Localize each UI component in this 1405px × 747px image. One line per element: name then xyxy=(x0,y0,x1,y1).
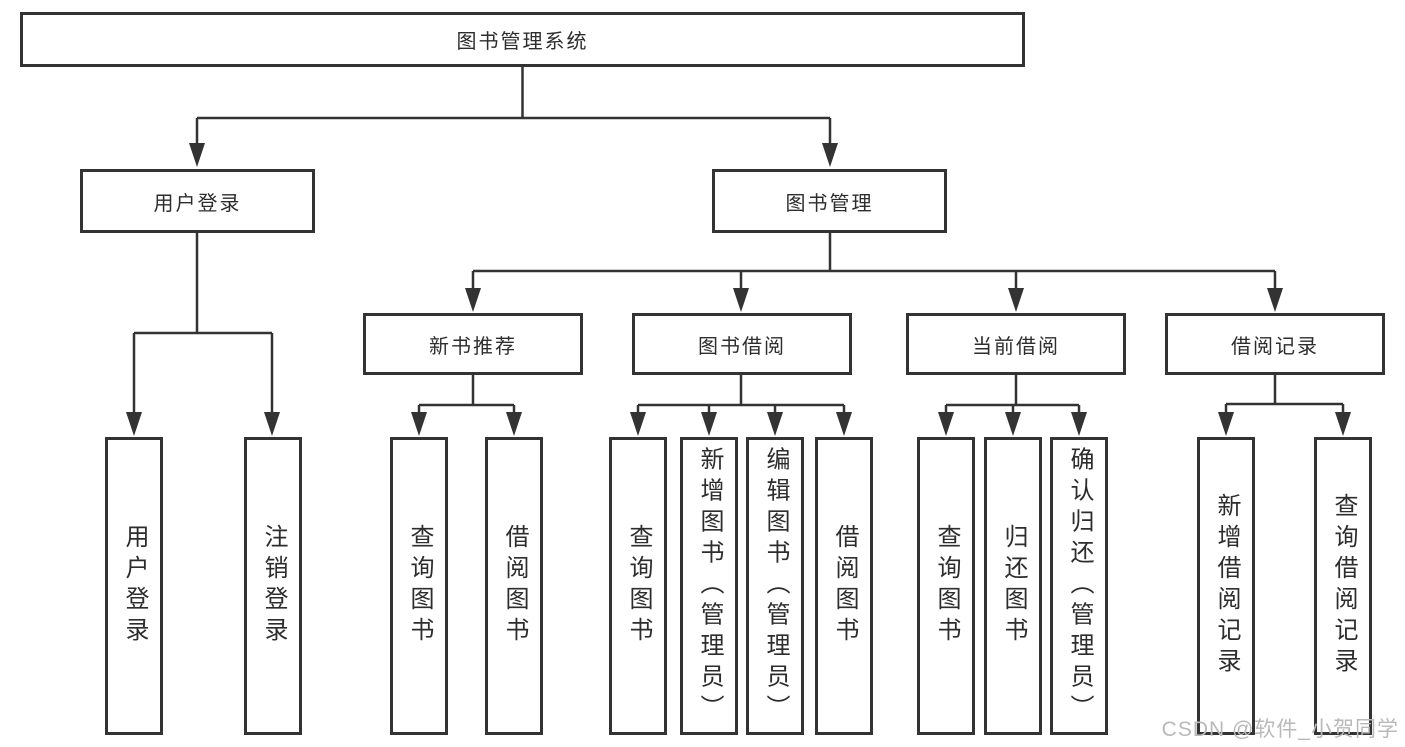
node-query-books-borrow-label: 查询图书 xyxy=(625,524,652,648)
tree-edges xyxy=(132,67,1345,416)
node-borrow-records: 借阅记录 xyxy=(1165,313,1385,375)
arrowheads xyxy=(126,143,1351,436)
node-confirm-return-admin-label: 确认归还（管理员） xyxy=(1066,446,1093,726)
node-return-books-label: 归还图书 xyxy=(1000,524,1027,648)
watermark: CSDN @软件_小贺同学 xyxy=(1161,718,1399,741)
node-add-book-admin-label: 新增图书（管理员） xyxy=(696,446,723,726)
node-confirm-return-admin: 确认归还（管理员） xyxy=(1050,437,1108,735)
node-root: 图书管理系统 xyxy=(20,12,1025,67)
node-user-login: 用户登录 xyxy=(80,169,315,233)
node-current-borrow: 当前借阅 xyxy=(906,313,1126,375)
node-add-borrow-record: 新增借阅记录 xyxy=(1197,437,1255,735)
node-borrow-books-recommend: 借阅图书 xyxy=(485,437,543,735)
node-query-borrow-record-label: 查询借阅记录 xyxy=(1330,493,1357,679)
node-new-book-recommend: 新书推荐 xyxy=(363,313,583,375)
node-edit-book-admin-label: 编辑图书（管理员） xyxy=(762,446,789,726)
node-query-borrow-record: 查询借阅记录 xyxy=(1314,437,1372,735)
node-user-login-leaf: 用户登录 xyxy=(105,437,163,735)
node-book-management: 图书管理 xyxy=(712,169,947,233)
node-query-books-recommend-label: 查询图书 xyxy=(406,524,433,648)
node-user-login-leaf-label: 用户登录 xyxy=(121,524,148,648)
node-borrow-books-borrow-label: 借阅图书 xyxy=(831,524,858,648)
node-query-books-current-label: 查询图书 xyxy=(933,524,960,648)
node-logout-leaf: 注销登录 xyxy=(244,437,302,735)
node-return-books: 归还图书 xyxy=(984,437,1042,735)
node-add-book-admin: 新增图书（管理员） xyxy=(680,437,738,735)
node-add-borrow-record-label: 新增借阅记录 xyxy=(1213,493,1240,679)
node-logout-leaf-label: 注销登录 xyxy=(260,524,287,648)
node-query-books-current: 查询图书 xyxy=(917,437,975,735)
node-book-borrow: 图书借阅 xyxy=(632,313,852,375)
node-borrow-books-borrow: 借阅图书 xyxy=(815,437,873,735)
node-query-books-recommend: 查询图书 xyxy=(390,437,448,735)
node-edit-book-admin: 编辑图书（管理员） xyxy=(746,437,804,735)
node-query-books-borrow: 查询图书 xyxy=(609,437,667,735)
node-borrow-books-recommend-label: 借阅图书 xyxy=(501,524,528,648)
